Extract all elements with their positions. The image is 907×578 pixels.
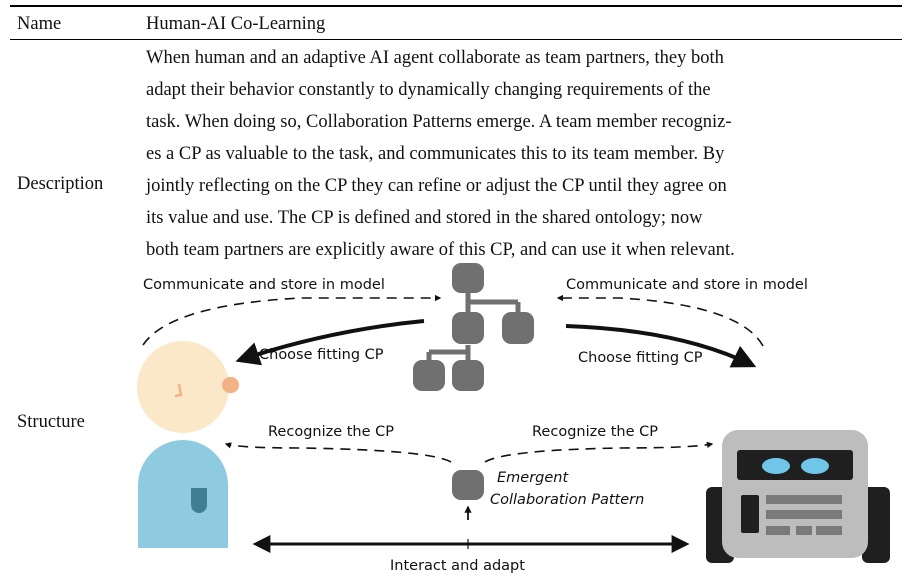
communicate-left-arrow [142, 294, 442, 346]
description-line: adapt their behavior constantly to dynam… [146, 80, 711, 100]
table-top-rule [10, 5, 902, 7]
emergent-cp-node [452, 470, 484, 500]
robot-visor [737, 450, 853, 480]
recognize-right-arrow [484, 441, 714, 463]
choose-left-label: Choose fitting CP [259, 347, 384, 363]
human-head [137, 341, 229, 433]
description-line: es a CP as valuable to the task, and com… [146, 144, 725, 164]
human-figure [137, 341, 239, 548]
human-body [138, 440, 228, 548]
emergent-label-line1: Emergent [497, 470, 569, 486]
interact-label: Interact and adapt [390, 558, 525, 574]
recognize-left-arrow [224, 442, 452, 463]
recognize-left-label: Recognize the CP [268, 424, 394, 440]
human-pocket [191, 488, 207, 513]
communicate-left-label: Communicate and store in model [143, 277, 385, 293]
emergent-label-line2: Collaboration Pattern [490, 492, 644, 508]
table-header-rule [10, 39, 902, 40]
robot-figure [706, 430, 890, 563]
description-line: its value and use. The CP is defined and… [146, 208, 703, 228]
recognize-right-label: Recognize the CP [532, 424, 658, 440]
robot-eye-left [762, 458, 790, 474]
description-line: When human and an adaptive AI agent coll… [146, 48, 724, 68]
choose-left-arrow [235, 319, 425, 366]
communicate-right-arrow [556, 294, 764, 347]
ontology-tree-icon [413, 263, 534, 391]
description-line: jointly reflecting on the CP they can re… [146, 176, 727, 196]
choose-right-arrow [565, 324, 757, 368]
robot-body [722, 430, 868, 558]
choose-right-label: Choose fitting CP [578, 350, 703, 366]
description-line: task. When doing so, Collaboration Patte… [146, 112, 732, 132]
structure-label: Structure [17, 412, 85, 432]
communicate-right-label: Communicate and store in model [566, 277, 808, 293]
description-label: Description [17, 174, 104, 194]
name-label: Name [17, 14, 62, 34]
name-value: Human-AI Co-Learning [146, 14, 326, 34]
description-line: both team partners are explicitly aware … [146, 240, 735, 260]
robot-eye-right [801, 458, 829, 474]
